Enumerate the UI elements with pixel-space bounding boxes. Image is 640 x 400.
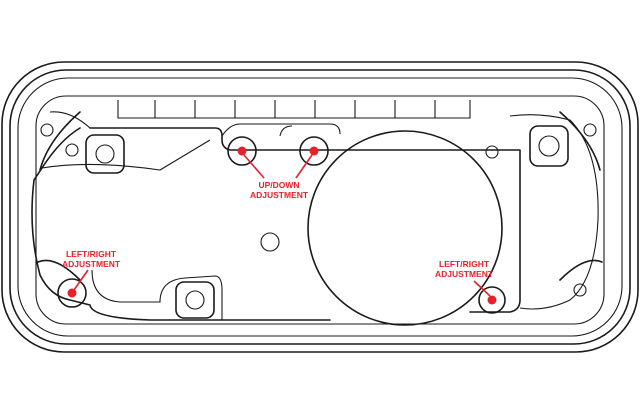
adjuster-up-down-left	[227, 136, 265, 179]
lens-circle	[307, 130, 503, 326]
up-down-label-line2: ADJUSTMENT	[250, 190, 309, 200]
left-right-label-right-line1: LEFT/RIGHT	[439, 259, 490, 269]
left-right-label-left-line2: ADJUSTMENT	[62, 259, 121, 269]
lamp-body	[31, 111, 603, 321]
up-down-label-line1: UP/DOWN	[258, 180, 299, 190]
mounting-bosses	[40, 123, 597, 319]
left-right-label-left-line1: LEFT/RIGHT	[66, 249, 117, 259]
top-fins	[117, 100, 471, 119]
adjuster-left-right-left	[57, 269, 89, 308]
headlight-housing	[1, 61, 639, 353]
adjuster-up-down-right	[295, 136, 329, 179]
adjuster-left-right-right	[473, 280, 506, 314]
left-right-label-right-line2: ADJUSTMENT	[435, 269, 494, 279]
